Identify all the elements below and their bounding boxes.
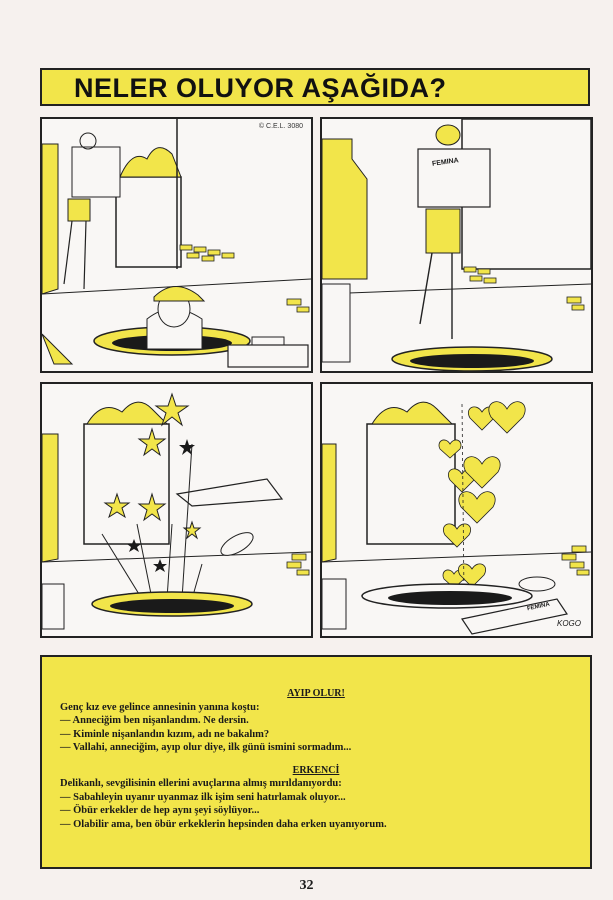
story-1-line: Genç kız eve gelince annesinin yanına ko…: [60, 701, 260, 713]
jokes-text-box: AYIP OLUR! Genç kız eve gelince annesini…: [40, 655, 592, 869]
story-1-line: — Anneciğim ben nişanlandım. Ne dersin.: [60, 715, 249, 726]
panel-2-drawing: [322, 119, 591, 371]
panel-1-drawing: [42, 119, 311, 368]
comic-panel-4: FEMINA KOGO: [320, 382, 593, 638]
page-title-bar: NELER OLUYOR AŞAĞIDA?: [40, 68, 590, 106]
copyright-notice: © C.E.L. 3080: [258, 123, 303, 130]
story-1-heading: AYIP OLUR!: [287, 688, 345, 699]
story-1-line: — Vallahi, anneciğim, ayıp olur diye, il…: [60, 742, 352, 753]
story-2-line: — Olabilir ama, ben öbür erkeklerin heps…: [60, 818, 387, 830]
story-2-line: Delikanlı, sevgilisinin ellerini avuçlar…: [60, 778, 342, 789]
panel-4-drawing: [322, 401, 591, 635]
story-1-line: — Kiminle nişanlandın kızım, adı ne baka…: [60, 728, 270, 740]
page-title: NELER OLUYOR AŞAĞIDA?: [74, 73, 447, 103]
page-number: 32: [299, 878, 314, 893]
story-2-heading: ERKENCİ: [292, 764, 340, 776]
comic-panel-3: [40, 382, 313, 638]
artist-signature: KOGO: [556, 619, 581, 628]
story-2-line: — Öbür erkekler de hep aynı şeyi söylüyo…: [60, 805, 260, 816]
panel-3-drawing: [42, 392, 311, 630]
comic-panel-1: © C.E.L. 3080: [40, 117, 313, 373]
story-2-line: — Sabahleyin uyanır uyanmaz ilk işim sen…: [60, 791, 346, 803]
comic-panel-2: FEMINA: [320, 117, 593, 373]
